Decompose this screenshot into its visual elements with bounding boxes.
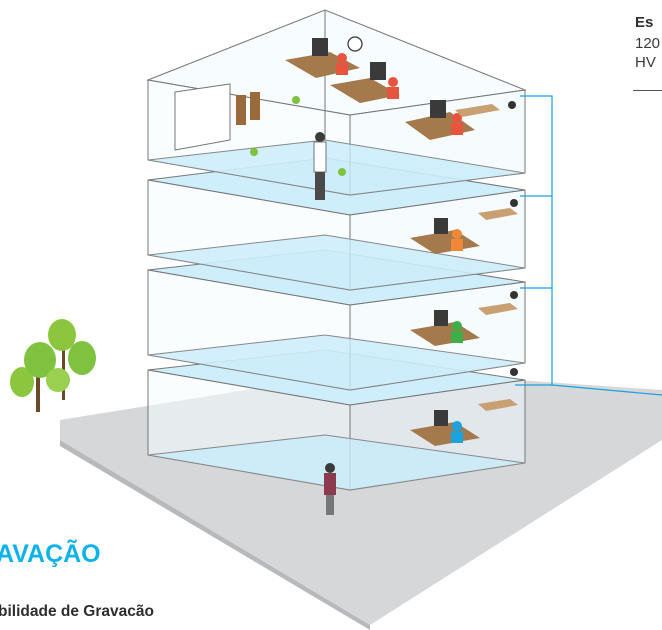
panel-line-1: 120 — [635, 35, 661, 52]
floor-4 — [146, 9, 527, 200]
tree-icon — [10, 319, 96, 412]
panel-divider — [633, 90, 662, 91]
ground-edge — [60, 440, 370, 630]
clock-icon — [347, 36, 363, 52]
recorder-icon — [455, 104, 518, 411]
floor-3-workstation — [410, 218, 480, 254]
camera-icon — [508, 101, 518, 376]
section-subheading: bilidade de Gravacão — [0, 603, 154, 620]
panel-line-2: HV — [635, 54, 656, 71]
panel-title: Es — [635, 14, 654, 31]
floor-1-workstation — [324, 410, 480, 515]
network-cable — [515, 95, 662, 396]
section-heading: AVAÇÃO — [0, 540, 101, 568]
floor-2-workstation — [410, 310, 480, 346]
